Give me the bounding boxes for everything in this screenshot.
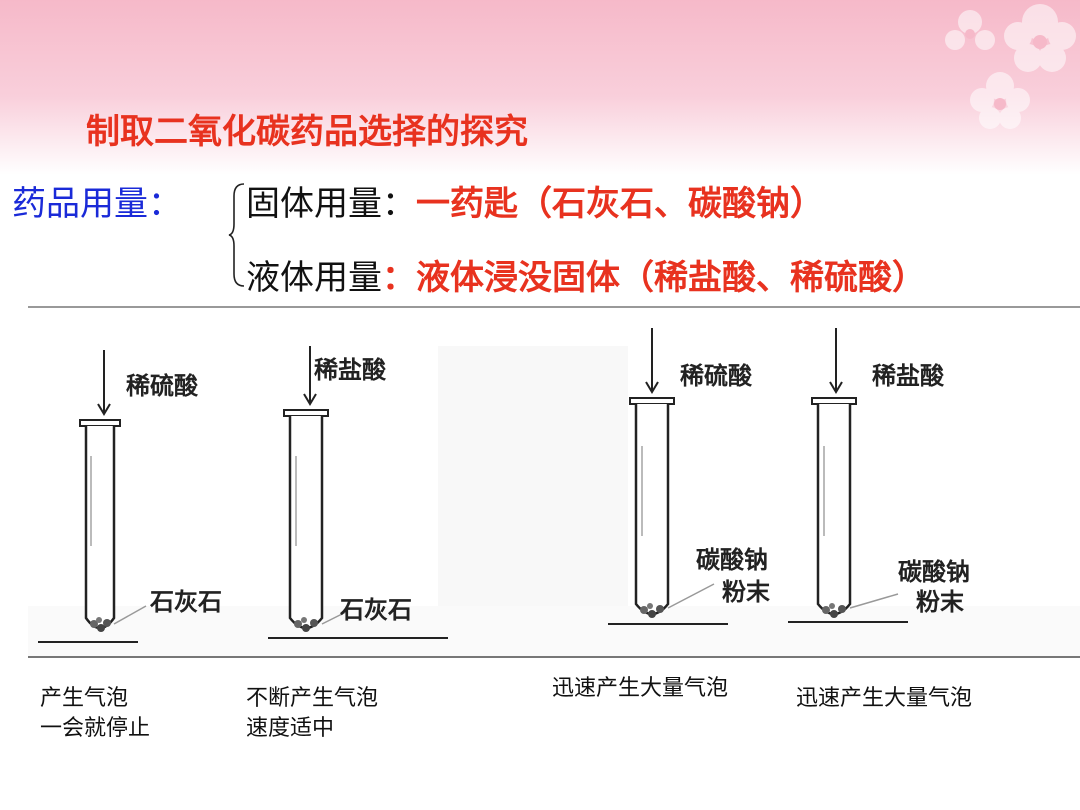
observation-2-line-2: 速度适中 [246,716,335,741]
test-tube-2-icon [268,346,448,639]
dosage-label: 药品用量 [12,184,148,224]
tube-3-solid-label: 碳酸钠 [696,545,768,574]
flower-decoration-icon [945,4,1076,129]
observation-1: 产生气泡 一会就停止 [40,684,150,744]
tube-4-solid-label: 碳酸钠 [898,557,970,586]
observation-2-line-1: 不断产生气泡 [246,686,379,711]
experiment-figure-frame [28,306,1080,658]
tube-2-acid-label: 稀盐酸 [314,355,386,384]
observation-3-line-1: 迅速产生大量气泡 [552,676,729,701]
test-tube-3-icon [608,328,728,625]
observation-1-line-2: 一会就停止 [40,716,151,741]
tube-3-acid-label: 稀硫酸 [680,361,752,390]
experiment-figure [28,328,1080,656]
tube-2-solid-label: 石灰石 [340,595,412,624]
tube-3-solid-form-label: 粉末 [722,577,770,606]
page-title: 制取二氧化碳药品选择的探究 [86,112,528,152]
liquid-value: 液体浸没固体（稀盐酸、稀硫酸） [416,258,926,298]
tube-1-solid-label: 石灰石 [150,587,222,616]
observation-4: 迅速产生大量气泡 [796,684,972,714]
header-banner [0,0,1080,175]
liquid-colon: ： [382,258,416,298]
brace-icon [228,183,245,287]
test-tube-1-icon [38,350,147,643]
tube-4-solid-form-label: 粉末 [916,587,964,616]
dosage-colon: ： [148,184,182,224]
liquid-label: 液体用量 [246,258,382,298]
observation-4-line-1: 迅速产生大量气泡 [796,686,973,711]
observation-2: 不断产生气泡 速度适中 [246,684,378,744]
liquid-dosage-row: 液体用量：液体浸没固体（稀盐酸、稀硫酸） [246,250,926,299]
tube-4-acid-label: 稀盐酸 [872,361,944,390]
solid-label: 固体用量： [246,184,416,224]
solid-dosage-row: 固体用量：一药匙（石灰石、碳酸钠） [246,176,824,225]
dosage-row: 药品用量： [12,176,182,225]
tube-1-acid-label: 稀硫酸 [126,371,198,400]
observation-1-line-1: 产生气泡 [40,686,129,711]
solid-value: 一药匙（石灰石、碳酸钠） [416,184,824,224]
test-tube-4-icon [788,328,908,623]
observation-3: 迅速产生大量气泡 [552,674,728,704]
